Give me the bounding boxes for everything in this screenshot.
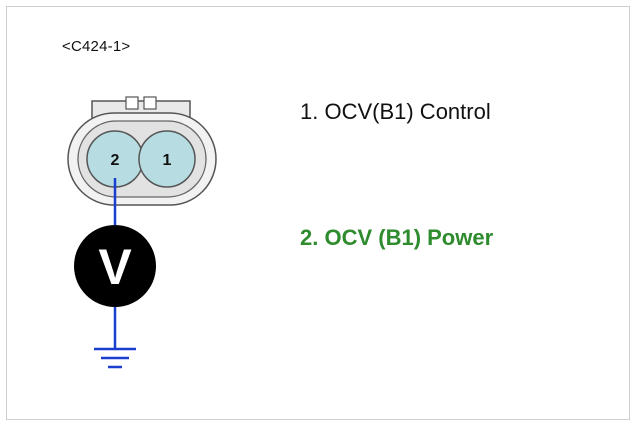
legend-pin-2-power: 2. OCV (B1) Power — [300, 225, 494, 250]
connector-pin-1 — [138, 130, 196, 188]
pin-2-label: 2 — [111, 152, 120, 169]
connector-id-label: <C424-1> — [62, 38, 131, 55]
diagram-frame — [6, 6, 630, 420]
ground-icon — [94, 347, 136, 369]
voltmeter-symbol: V — [98, 239, 132, 295]
legend-pin-1-control: 1. OCV(B1) Control — [300, 99, 491, 124]
voltmeter-icon — [74, 225, 156, 307]
pin-1-label: 1 — [163, 152, 172, 169]
